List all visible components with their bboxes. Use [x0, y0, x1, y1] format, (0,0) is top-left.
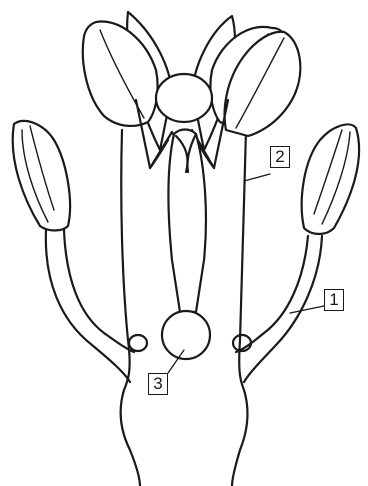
label-2: 2 [270, 146, 290, 168]
label-3: 3 [148, 373, 168, 395]
leader-line-1 [290, 306, 324, 313]
stamen-left [13, 121, 147, 382]
stamen-right [233, 124, 359, 382]
label-1: 1 [324, 289, 344, 311]
nectary-left [129, 335, 147, 351]
stigma [156, 74, 212, 122]
pistil [162, 130, 210, 360]
ovary [162, 311, 210, 359]
leader-line-2 [244, 174, 270, 181]
